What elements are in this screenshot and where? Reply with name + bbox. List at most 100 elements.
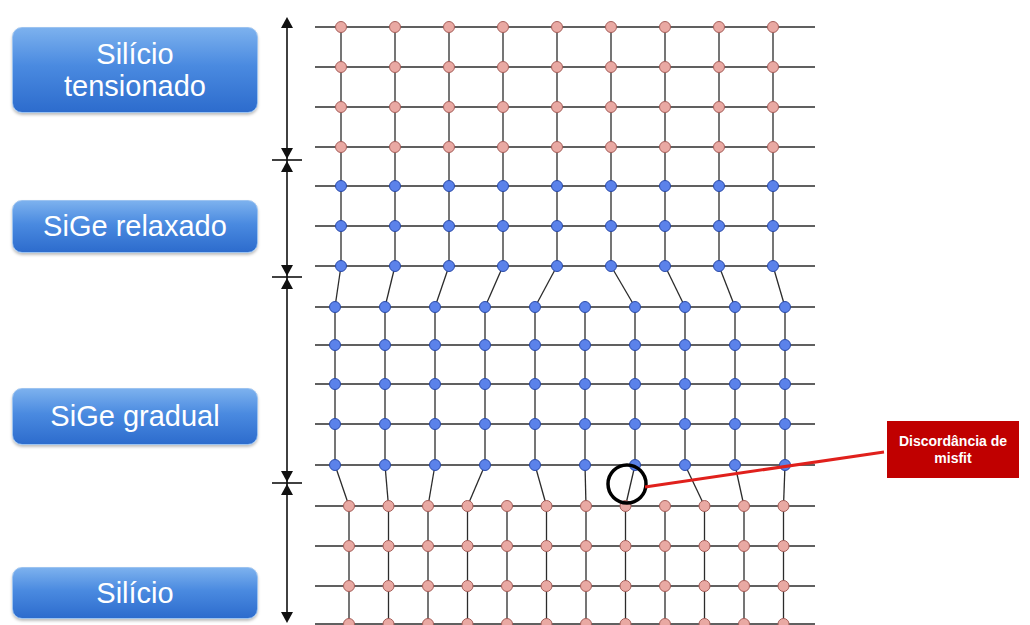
atom <box>699 581 710 592</box>
atom <box>606 261 617 272</box>
atomic-bond <box>535 266 557 307</box>
atom <box>498 261 509 272</box>
atomic-bond <box>435 266 449 307</box>
arrow-head <box>281 278 293 289</box>
atom <box>462 501 473 512</box>
atom <box>541 619 552 625</box>
atom <box>552 181 563 192</box>
atom <box>444 142 455 153</box>
arrow-head <box>281 265 293 276</box>
atom <box>336 261 347 272</box>
atom <box>580 460 591 471</box>
atom <box>714 142 725 153</box>
atom <box>462 581 473 592</box>
atom <box>730 340 741 351</box>
atom <box>430 379 441 390</box>
atom <box>344 581 355 592</box>
atom <box>714 181 725 192</box>
arrow-head <box>281 484 293 495</box>
layer-label: SiGe gradual <box>12 388 258 445</box>
atom <box>430 302 441 313</box>
atom <box>430 460 441 471</box>
atom <box>502 581 513 592</box>
lattice-atoms <box>330 22 791 625</box>
atom <box>444 261 455 272</box>
atom <box>498 181 509 192</box>
atom <box>498 22 509 33</box>
atom <box>660 261 671 272</box>
atom <box>480 419 491 430</box>
atom <box>444 221 455 232</box>
atom <box>714 22 725 33</box>
atom <box>480 340 491 351</box>
atomic-bond <box>611 266 635 307</box>
arrow-head <box>281 148 293 159</box>
atom <box>390 142 401 153</box>
atom <box>620 581 631 592</box>
atom <box>336 62 347 73</box>
atom <box>380 340 391 351</box>
atom <box>530 302 541 313</box>
atom <box>498 221 509 232</box>
atom <box>768 181 779 192</box>
atom <box>780 340 791 351</box>
atom <box>390 261 401 272</box>
atom <box>606 142 617 153</box>
atom <box>462 541 473 552</box>
atom <box>336 102 347 113</box>
atom <box>480 379 491 390</box>
atom <box>541 541 552 552</box>
atom <box>768 221 779 232</box>
atomic-bond <box>734 424 735 465</box>
atomic-bond <box>784 424 785 465</box>
atom <box>330 460 341 471</box>
atom <box>630 419 641 430</box>
atom <box>480 302 491 313</box>
atom <box>680 460 691 471</box>
leader-line <box>645 452 884 487</box>
atom <box>739 501 750 512</box>
atom <box>444 102 455 113</box>
atom <box>660 62 671 73</box>
atom <box>714 221 725 232</box>
atom <box>423 541 434 552</box>
atom <box>552 62 563 73</box>
atom <box>768 102 779 113</box>
bracket-tick <box>272 482 302 484</box>
atom <box>780 302 791 313</box>
atom <box>660 581 671 592</box>
atom <box>530 460 541 471</box>
atomic-bond <box>773 266 785 307</box>
bracket-tick <box>272 159 302 161</box>
atom <box>390 62 401 73</box>
atom <box>423 581 434 592</box>
label-text: SiGe relaxado <box>43 210 227 242</box>
arrow-head <box>281 17 293 28</box>
atomic-bond <box>634 424 635 465</box>
atom <box>502 541 513 552</box>
atom <box>430 340 441 351</box>
atom <box>502 619 513 625</box>
atom <box>620 541 631 552</box>
atom <box>390 181 401 192</box>
atom <box>660 102 671 113</box>
atom <box>581 541 592 552</box>
atom <box>330 340 341 351</box>
atom <box>660 619 671 625</box>
atom <box>383 501 394 512</box>
atomic-bond <box>384 424 385 465</box>
atom <box>380 419 391 430</box>
layer-label: SiGe relaxado <box>12 200 258 253</box>
atom <box>580 340 591 351</box>
atomic-bond <box>626 465 636 506</box>
atom <box>780 379 791 390</box>
atom <box>739 619 750 625</box>
atomic-bond <box>534 424 535 465</box>
atom <box>423 501 434 512</box>
atom <box>498 62 509 73</box>
atom <box>336 181 347 192</box>
atom <box>714 261 725 272</box>
atom <box>768 22 779 33</box>
atomic-bond <box>685 465 705 506</box>
